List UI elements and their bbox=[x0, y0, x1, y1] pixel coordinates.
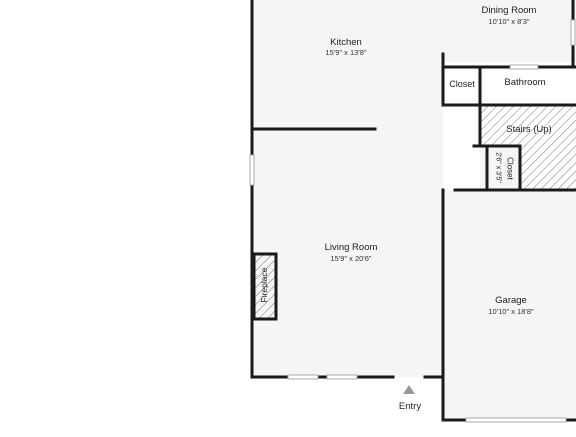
garage-door bbox=[465, 417, 567, 423]
window-bottom-1 bbox=[287, 374, 319, 380]
dining-room-label: Dining Room bbox=[481, 5, 537, 16]
kitchen-dims: 15'9" x 13'8" bbox=[325, 48, 367, 57]
living-room-label: Living Room bbox=[324, 242, 378, 253]
garage-dims: 10'10" x 18'8" bbox=[488, 307, 534, 316]
window-bottom-2 bbox=[326, 374, 358, 380]
entry-arrow-icon bbox=[403, 385, 415, 394]
kitchen-label: Kitchen bbox=[330, 37, 362, 48]
bathroom-label: Bathroom bbox=[504, 77, 546, 88]
dining-room-dims: 10'10" x 8'3" bbox=[488, 17, 530, 26]
fireplace-hatch bbox=[254, 254, 276, 319]
living-room-dims: 15'9" x 20'6" bbox=[330, 254, 372, 263]
fireplace-outline bbox=[252, 252, 278, 321]
garage-label: Garage bbox=[495, 295, 527, 306]
window-left bbox=[249, 154, 255, 186]
bathroom-window bbox=[509, 64, 539, 70]
closet-top-label: Closet bbox=[449, 79, 475, 89]
closet-small-dims: 2'6" x 3'5" bbox=[494, 152, 502, 183]
fireplace-label: Fireplace bbox=[259, 267, 269, 303]
entry-label[interactable]: Entry bbox=[398, 401, 422, 412]
window-dining bbox=[570, 19, 576, 46]
stairs-label: Stairs (Up) bbox=[506, 124, 552, 135]
closet-small-label: Closet bbox=[505, 157, 515, 180]
floor-area bbox=[252, 0, 576, 420]
